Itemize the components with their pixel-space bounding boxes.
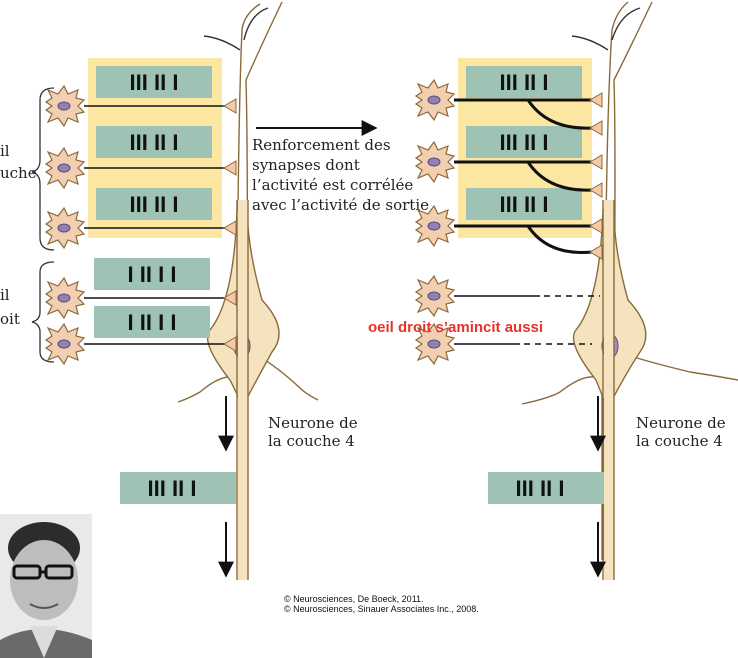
bracket-left-eye-group	[31, 87, 55, 251]
spike-box-right-eye-2: I II I I	[94, 306, 210, 338]
transition-caption: Renforcement des synapses dont l’activit…	[252, 136, 429, 214]
svg-text:Neurone de: Neurone de	[268, 414, 358, 432]
spike-box-left-eye-3: III II I	[96, 188, 212, 220]
left-group-label-2: il oit	[0, 286, 20, 328]
spike-train-text: III II I	[130, 130, 179, 155]
spike-train-text: I II I I	[128, 310, 177, 335]
bracket-right-eye-group	[31, 261, 55, 363]
weakened-synapses	[415, 275, 600, 365]
spike-train-text: I II I I	[128, 262, 177, 287]
svg-text:il: il	[0, 286, 10, 304]
svg-text:la couche 4: la couche 4	[268, 432, 355, 450]
svg-text:© Neurosciences, De Boeck, 201: © Neurosciences, De Boeck, 2011.	[284, 594, 424, 604]
svg-text:synapses dont: synapses dont	[252, 156, 360, 174]
neuron-label-right: Neurone de la couche 4	[636, 414, 726, 450]
svg-text:avec l’activité de sortie: avec l’activité de sortie	[252, 196, 429, 214]
input-neurons-left	[45, 85, 237, 365]
svg-text:oit: oit	[0, 310, 20, 328]
spike-box-right-panel-2: III II I	[466, 126, 582, 158]
portrait-photo	[0, 514, 92, 658]
spike-train-text: III II I	[130, 70, 179, 95]
output-spike-box-right: III II I	[488, 472, 604, 504]
spike-box-right-panel-3: III II I	[466, 188, 582, 220]
spike-train-text: III II I	[516, 476, 565, 501]
spike-box-left-eye-1: III II I	[96, 66, 212, 98]
output-spike-box-left: III II I	[120, 472, 236, 504]
spike-train-text: III II I	[500, 70, 549, 95]
spike-train-text: III II I	[500, 130, 549, 155]
svg-text:l’activité est corrélée: l’activité est corrélée	[252, 176, 413, 194]
left-group-label-1: il uche	[0, 142, 37, 182]
svg-text:il: il	[0, 142, 10, 160]
svg-text:Neurone de: Neurone de	[636, 414, 726, 432]
spike-train-text: III II I	[500, 192, 549, 217]
spike-train-text: III II I	[130, 192, 179, 217]
svg-text:Renforcement des: Renforcement des	[252, 136, 391, 154]
spike-train-text: III II I	[148, 476, 197, 501]
right-panel: III II I III II I III II I	[368, 1, 738, 580]
spike-box-right-panel-1: III II I	[466, 66, 582, 98]
svg-text:la couche 4: la couche 4	[636, 432, 723, 450]
neuron-label-left: Neurone de la couche 4	[268, 414, 358, 450]
spike-box-right-eye-1: I II I I	[94, 258, 210, 290]
strengthened-synapses	[415, 79, 603, 260]
left-panel: III II I III II I III II I I II I I I II…	[0, 1, 358, 580]
annotation-thinning: oeil droit s’amincit aussi	[368, 319, 543, 336]
svg-text:uche: uche	[0, 164, 37, 182]
credits: © Neurosciences, De Boeck, 2011. © Neuro…	[284, 594, 479, 614]
spike-box-left-eye-2: III II I	[96, 126, 212, 158]
svg-text:© Neurosciences, Sinauer Assoc: © Neurosciences, Sinauer Associates Inc.…	[284, 604, 479, 614]
